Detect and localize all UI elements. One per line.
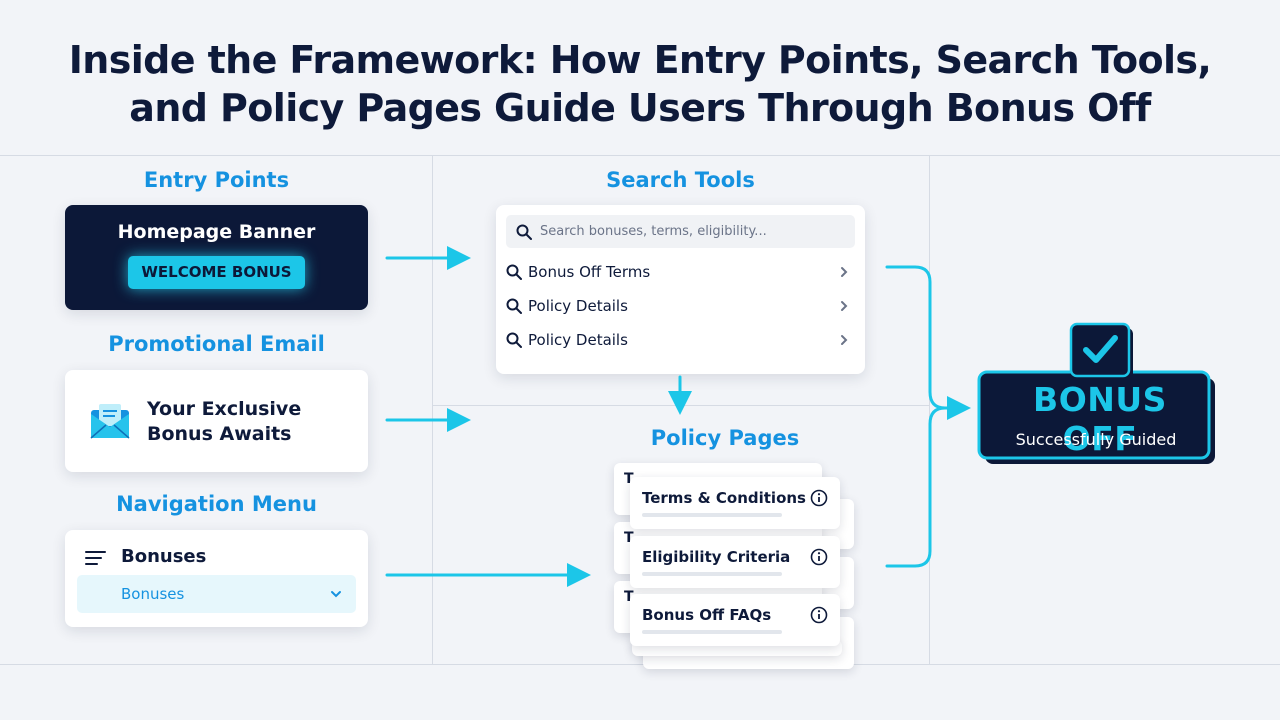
policy-card-eligibility[interactable]: Eligibility Criteria: [630, 536, 840, 588]
search-tools-card: Search bonuses, terms, eligibility... Bo…: [496, 205, 865, 374]
search-result-label: Policy Details: [528, 331, 628, 349]
email-text-line-1: Your Exclusive: [147, 398, 302, 420]
policy-card-bar: [642, 572, 782, 576]
bonuses-dropdown[interactable]: Bonuses: [77, 575, 356, 613]
search-result-row[interactable]: Bonus Off Terms: [496, 259, 865, 287]
policy-card-faqs[interactable]: Bonus Off FAQs: [630, 594, 840, 646]
search-tools-title: Search Tools: [606, 168, 755, 192]
search-icon: [506, 332, 522, 348]
search-result-label: Policy Details: [528, 297, 628, 315]
search-icon: [516, 224, 532, 240]
ghost-letter: T: [624, 530, 634, 546]
homepage-banner-title: Homepage Banner: [117, 221, 316, 243]
chevron-right-icon: [841, 301, 848, 311]
search-result-row[interactable]: Policy Details: [496, 293, 865, 321]
divider-top: [0, 155, 1280, 156]
bonus-off-subtitle: Successfully Guided: [1015, 430, 1177, 449]
policy-card-bar: [642, 630, 782, 634]
policy-pages-title: Policy Pages: [650, 426, 800, 450]
ghost-letter: T: [624, 589, 634, 605]
envelope-icon: [90, 404, 130, 439]
search-icon: [506, 264, 522, 280]
divider-bottom: [0, 664, 1280, 665]
email-text-line-2: Bonus Awaits: [147, 423, 292, 445]
chevron-down-icon: [331, 591, 341, 598]
welcome-bonus-button[interactable]: WELCOME BONUS: [128, 256, 305, 289]
policy-card-label: Eligibility Criteria: [642, 548, 791, 566]
promotional-email-title: Promotional Email: [108, 332, 325, 356]
info-icon: [810, 489, 828, 507]
chevron-right-icon: [841, 267, 848, 277]
arrow-policy-to-outcome: [885, 406, 947, 568]
bonus-off-badge: [977, 322, 1215, 464]
policy-card-label: Bonus Off FAQs: [642, 606, 772, 624]
bonus-off-title: BONUS OFF: [1033, 380, 1167, 458]
page-title-line-2: and Policy Pages Guide Users Through Bon…: [129, 86, 1151, 130]
info-icon: [810, 548, 828, 566]
policy-card-label: Terms & Conditions: [642, 489, 806, 507]
search-result-label: Bonus Off Terms: [528, 263, 651, 281]
ghost-letter: T: [624, 471, 634, 487]
search-placeholder: Search bonuses, terms, eligibility...: [540, 224, 767, 239]
nav-menu-label: Bonuses: [121, 546, 207, 567]
page-title: Inside the Framework: How Entry Points, …: [0, 36, 1280, 132]
entry-points-title: Entry Points: [143, 168, 290, 192]
bonuses-dropdown-label: Bonuses: [121, 585, 185, 603]
chevron-right-icon: [841, 335, 848, 345]
divider-col-2: [929, 155, 930, 665]
search-input[interactable]: Search bonuses, terms, eligibility...: [506, 215, 855, 248]
search-result-row[interactable]: Policy Details: [496, 327, 865, 355]
homepage-banner-card[interactable]: Homepage Banner WELCOME BONUS: [65, 205, 368, 310]
email-text: Your Exclusive Bonus Awaits: [147, 397, 301, 447]
navigation-menu-title: Navigation Menu: [116, 492, 317, 516]
arrow-search-to-outcome: [885, 265, 971, 420]
policy-card-bar: [642, 513, 782, 517]
checkmark-icon: [1083, 335, 1118, 363]
info-icon: [810, 606, 828, 624]
menu-icon: [85, 551, 106, 565]
promotional-email-card[interactable]: Your Exclusive Bonus Awaits: [65, 370, 368, 472]
page-title-line-1: Inside the Framework: How Entry Points, …: [68, 38, 1212, 82]
policy-card-terms[interactable]: Terms & Conditions: [630, 477, 840, 529]
navigation-menu-card[interactable]: Bonuses Bonuses: [65, 530, 368, 627]
divider-col-1: [432, 155, 433, 665]
search-icon: [506, 298, 522, 314]
